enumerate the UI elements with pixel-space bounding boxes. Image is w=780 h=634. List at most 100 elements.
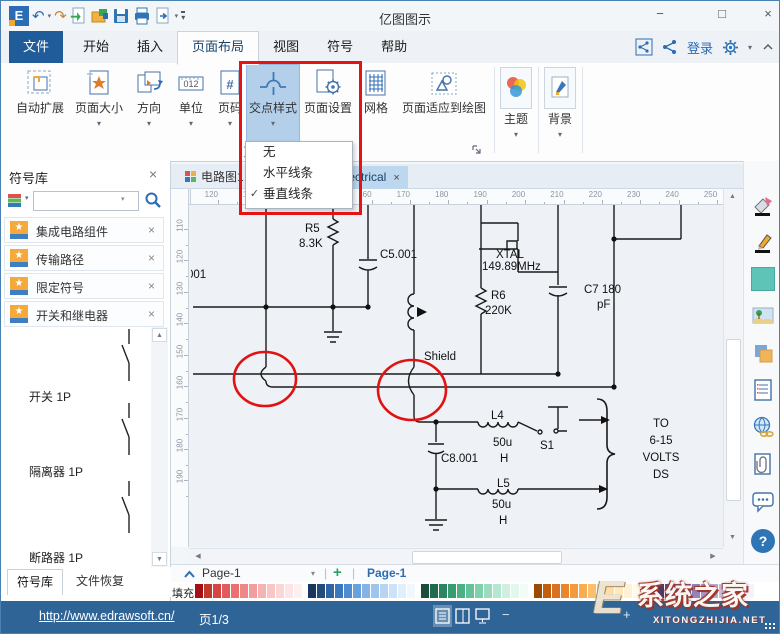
- page-setup-button[interactable]: 页面设置: [301, 65, 355, 141]
- palette-swatch[interactable]: [371, 584, 379, 598]
- label-l5-value[interactable]: 50u: [492, 499, 511, 511]
- dropdown-arrow-icon[interactable]: ▾: [270, 119, 275, 128]
- label-c7[interactable]: C7 180: [584, 284, 621, 296]
- palette-swatch[interactable]: [493, 584, 501, 598]
- tab-help[interactable]: 帮助: [367, 31, 421, 63]
- palette-swatch[interactable]: [231, 584, 239, 598]
- scroll-down-icon[interactable]: ▼: [152, 552, 167, 566]
- view-normal-icon[interactable]: [433, 605, 452, 627]
- palette-swatch[interactable]: [430, 584, 438, 598]
- scroll-up-icon[interactable]: ▲: [152, 328, 167, 342]
- palette-swatch[interactable]: [647, 584, 655, 598]
- palette-swatch[interactable]: [570, 584, 578, 598]
- palette-swatch[interactable]: [683, 584, 691, 598]
- redo-button[interactable]: ↷: [54, 8, 67, 25]
- insert-image-icon[interactable]: [751, 304, 775, 328]
- palette-swatch[interactable]: [344, 584, 352, 598]
- palette-swatch[interactable]: [240, 584, 248, 598]
- palette-swatch[interactable]: [579, 584, 587, 598]
- undo-dropdown-icon[interactable]: ▾: [47, 13, 52, 20]
- grid-button[interactable]: 网格: [357, 65, 395, 141]
- hyperlink-icon[interactable]: [751, 415, 775, 439]
- panel-tab-symbol-library[interactable]: 符号库: [7, 569, 64, 595]
- settings-dropdown-icon[interactable]: ▾: [747, 42, 752, 52]
- settings-gear-icon[interactable]: [722, 39, 739, 56]
- vertical-scroll-thumb[interactable]: [726, 339, 741, 501]
- intersection-style-button[interactable]: 交点样式 ▾: [246, 64, 300, 142]
- orientation-button[interactable]: 方向 ▾: [129, 65, 169, 141]
- palette-swatch[interactable]: [258, 584, 266, 598]
- palette-swatch[interactable]: [534, 584, 542, 598]
- label-xtal-freq[interactable]: 149.89MHz: [482, 261, 541, 273]
- tab-insert[interactable]: 插入: [123, 31, 177, 63]
- palette-swatch[interactable]: [380, 584, 388, 598]
- input-dropdown-icon[interactable]: ▾: [121, 196, 125, 203]
- page-selector[interactable]: Page-1: [202, 566, 241, 580]
- background-button[interactable]: 背景 ▾: [542, 65, 578, 151]
- palette-swatch[interactable]: [195, 584, 203, 598]
- attachment-icon[interactable]: [751, 452, 775, 476]
- label-r6-value[interactable]: 220K: [485, 305, 512, 317]
- fill-style-icon[interactable]: [751, 193, 775, 217]
- tab-view[interactable]: 视图: [259, 31, 313, 63]
- palette-swatch[interactable]: [719, 584, 727, 598]
- color-swatch-icon[interactable]: [751, 267, 775, 291]
- palette-swatch[interactable]: [624, 584, 632, 598]
- library-section-transmission-paths[interactable]: ★传输路径×: [4, 245, 164, 271]
- section-close-icon[interactable]: ×: [147, 279, 155, 293]
- view-page-icon[interactable]: [453, 605, 472, 627]
- search-icon[interactable]: [144, 191, 162, 209]
- horizontal-scroll-thumb[interactable]: [412, 551, 562, 564]
- palette-swatch[interactable]: [615, 584, 623, 598]
- comment-icon[interactable]: [751, 489, 775, 513]
- section-close-icon[interactable]: ×: [147, 251, 155, 265]
- label-dest-4[interactable]: DS: [653, 469, 669, 481]
- palette-swatch[interactable]: [204, 584, 212, 598]
- theme-button[interactable]: 主题 ▾: [498, 65, 534, 151]
- tab-file[interactable]: 文件: [9, 31, 64, 63]
- label-dest-3[interactable]: VOLTS: [643, 452, 680, 464]
- palette-swatch[interactable]: [484, 584, 492, 598]
- panel-tab-file-recovery[interactable]: 文件恢复: [67, 569, 133, 594]
- library-section-ic-components[interactable]: ★集成电路组件×: [4, 217, 164, 243]
- dropdown-arrow-icon[interactable]: ▾: [188, 119, 193, 128]
- palette-swatch[interactable]: [728, 584, 736, 598]
- label-xtal[interactable]: XTAL: [496, 249, 525, 261]
- label-partial[interactable]: 001: [191, 269, 206, 281]
- share-icon[interactable]: [662, 39, 678, 55]
- palette-swatch[interactable]: [222, 584, 230, 598]
- palette-swatch[interactable]: [502, 584, 510, 598]
- panel-close-icon[interactable]: ×: [149, 166, 158, 182]
- collapse-ribbon-icon[interactable]: [761, 40, 775, 54]
- library-menu-dropdown-icon[interactable]: ▾: [25, 195, 29, 202]
- label-l4-value[interactable]: 50u: [493, 437, 512, 449]
- palette-swatch[interactable]: [561, 584, 569, 598]
- palette-swatch[interactable]: [439, 584, 447, 598]
- palette-swatch[interactable]: [543, 584, 551, 598]
- circuit-diagram[interactable]: 001 R5 8.3K C5.001 XTAL 149.89MHz R6 220…: [191, 205, 723, 547]
- customize-qat-icon[interactable]: ▾: [181, 10, 186, 22]
- palette-swatch[interactable]: [520, 584, 528, 598]
- palette-swatch[interactable]: [701, 584, 709, 598]
- label-c7-unit[interactable]: pF: [597, 299, 610, 311]
- layers-icon[interactable]: [751, 341, 775, 365]
- tab-symbols[interactable]: 符号: [313, 31, 367, 63]
- dialog-launcher-icon[interactable]: [471, 144, 483, 156]
- label-l4-unit[interactable]: H: [500, 453, 508, 465]
- scroll-right-icon[interactable]: ▶: [706, 549, 720, 564]
- symbol-search-input[interactable]: [33, 191, 139, 211]
- dropdown-arrow-icon[interactable]: ▾: [513, 130, 518, 139]
- section-close-icon[interactable]: ×: [147, 223, 155, 237]
- page-selector-dropdown-icon[interactable]: ▾: [311, 569, 316, 578]
- units-button[interactable]: 012 单位 ▾: [171, 65, 211, 141]
- login-button[interactable]: 登录: [686, 40, 713, 56]
- palette-swatch[interactable]: [389, 584, 397, 598]
- scroll-left-icon[interactable]: ◀: [191, 549, 205, 564]
- tab-home[interactable]: 开始: [69, 31, 123, 63]
- label-c5[interactable]: C5.001: [380, 249, 417, 261]
- palette-swatch[interactable]: [448, 584, 456, 598]
- dropdown-arrow-icon[interactable]: ▾: [146, 119, 151, 128]
- label-c8[interactable]: C8.001: [441, 453, 478, 465]
- open-file-icon[interactable]: [91, 7, 109, 25]
- palette-swatch[interactable]: [285, 584, 293, 598]
